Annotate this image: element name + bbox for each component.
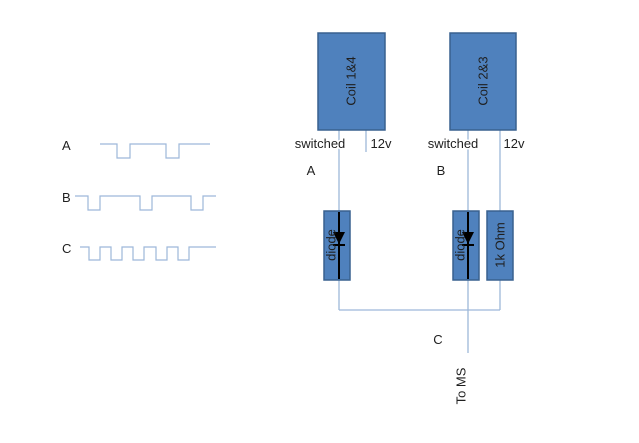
resistor-label: 1k Ohm (493, 222, 508, 268)
resistor-box (486, 210, 514, 281)
node-b-label: B (437, 163, 446, 178)
coil-1-4-switched-label: switched (295, 136, 346, 151)
coil-1-4-label: Coil 1&4 (344, 56, 359, 105)
diode-2-symbol-icon (462, 232, 474, 244)
waveform-c-trace (80, 246, 216, 261)
coil-1-4-box (317, 32, 386, 131)
diode-1-symbol-icon (333, 232, 345, 244)
node-c-label: C (433, 332, 442, 347)
waveform-a-label: A (62, 138, 71, 153)
diode-2-label: diode (453, 229, 468, 261)
coil-2-3-box (449, 32, 517, 131)
waveform-c-label: C (62, 241, 71, 256)
diode-2-box (452, 210, 480, 281)
waveform-a-trace (100, 143, 210, 159)
coil-2-3-switched-label: switched (428, 136, 479, 151)
coil-1-4-12v-label: 12v (371, 136, 392, 151)
waveform-b-trace (75, 195, 216, 211)
waveform-b-label: B (62, 190, 71, 205)
node-a-label: A (307, 163, 316, 178)
coil-2-3-12v-label: 12v (504, 136, 525, 151)
diode-1-label: diode (324, 229, 339, 261)
to-ms-label: To MS (454, 367, 469, 404)
coil-2-3-label: Coil 2&3 (476, 56, 491, 105)
